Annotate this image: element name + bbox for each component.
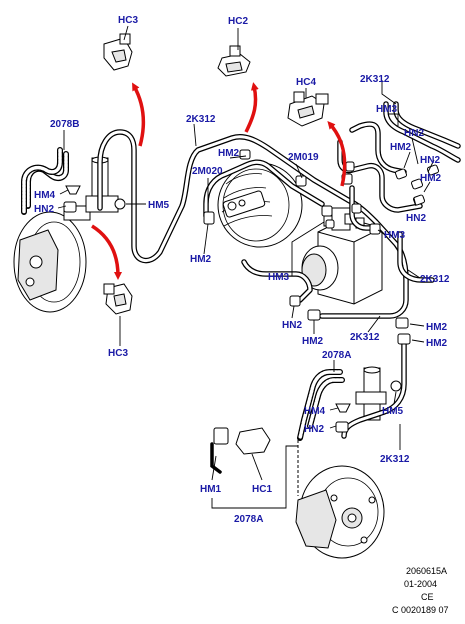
label-hm5-top: HM5 <box>148 200 170 211</box>
label-2k312-low: 2K312 <box>380 454 410 465</box>
footer-reference: 2060615A 01-2004 CE C 0020189 07 <box>392 566 449 615</box>
sensor-hc2 <box>217 45 251 77</box>
abs-modulator <box>301 207 383 305</box>
sensor-hc4 <box>287 91 329 127</box>
label-hc3-bottom: HC3 <box>108 348 128 359</box>
footer-line-3: CE <box>421 592 434 602</box>
brake-pipes <box>97 101 461 439</box>
label-2078a-top: 2078A <box>322 350 351 361</box>
label-hm2-r2: HM2 <box>420 173 442 184</box>
label-hn2-r1: HN2 <box>404 128 424 139</box>
label-hm2-r1: HM2 <box>390 142 412 153</box>
label-2078a-bottom: 2078A <box>234 514 263 525</box>
label-2k312-center: 2K312 <box>350 332 380 343</box>
leader-lines <box>57 25 435 509</box>
label-hm1: HM1 <box>200 484 222 495</box>
label-hn2-center: HN2 <box>282 320 302 331</box>
label-hm2-mid: HM2 <box>218 148 240 159</box>
label-2k312-right: 2K312 <box>420 274 450 285</box>
sensor-hc3-bottom <box>103 283 133 315</box>
label-2k312-top-right: 2K312 <box>360 74 390 85</box>
flex-hoses <box>21 147 345 496</box>
red-arrows <box>91 82 347 280</box>
rear-brake <box>295 465 385 559</box>
footer-line-2: 01-2004 <box>404 579 437 589</box>
label-hc4: HC4 <box>296 77 316 88</box>
bracket-hm5-rear <box>355 366 387 421</box>
front-brake-left <box>13 205 91 313</box>
label-hm2-far-a: HM2 <box>426 322 448 333</box>
label-2k312-top-mid: 2K312 <box>186 114 216 125</box>
brake-booster <box>217 162 303 248</box>
label-hn2-low: HN2 <box>304 424 324 435</box>
label-hn2-left: HN2 <box>34 204 54 215</box>
label-hn2-r2: HN2 <box>420 155 440 166</box>
label-2m019: 2M019 <box>288 152 319 163</box>
label-hm4-left: HM4 <box>34 190 56 201</box>
label-hc3-top: HC3 <box>118 15 138 26</box>
label-hm2-booster: HM2 <box>190 254 212 265</box>
label-2078b: 2078B <box>50 119 79 130</box>
label-hm5-low: HM5 <box>382 406 404 417</box>
footer-line-1: 2060615A <box>406 566 447 576</box>
label-hm3-right: HM3 <box>384 230 406 241</box>
fittings <box>63 149 440 455</box>
callout-labels: HC3 HC2 HC4 2K312 2078B 2K312 HM3 HN2 HM… <box>34 15 450 525</box>
label-hm2-far-b: HM2 <box>426 338 448 349</box>
label-hm3-mid: HM3 <box>268 272 290 283</box>
label-hc1: HC1 <box>252 484 272 495</box>
label-2m020: 2M020 <box>192 166 223 177</box>
label-hc2: HC2 <box>228 16 248 27</box>
label-hm3-top: HM3 <box>376 104 398 115</box>
sensor-hc3-top <box>103 33 133 71</box>
label-hn2-r3: HN2 <box>406 213 426 224</box>
label-hm2-center: HM2 <box>302 336 324 347</box>
label-hm4-low: HM4 <box>304 406 326 417</box>
footer-line-4: C 0020189 07 <box>392 605 449 615</box>
